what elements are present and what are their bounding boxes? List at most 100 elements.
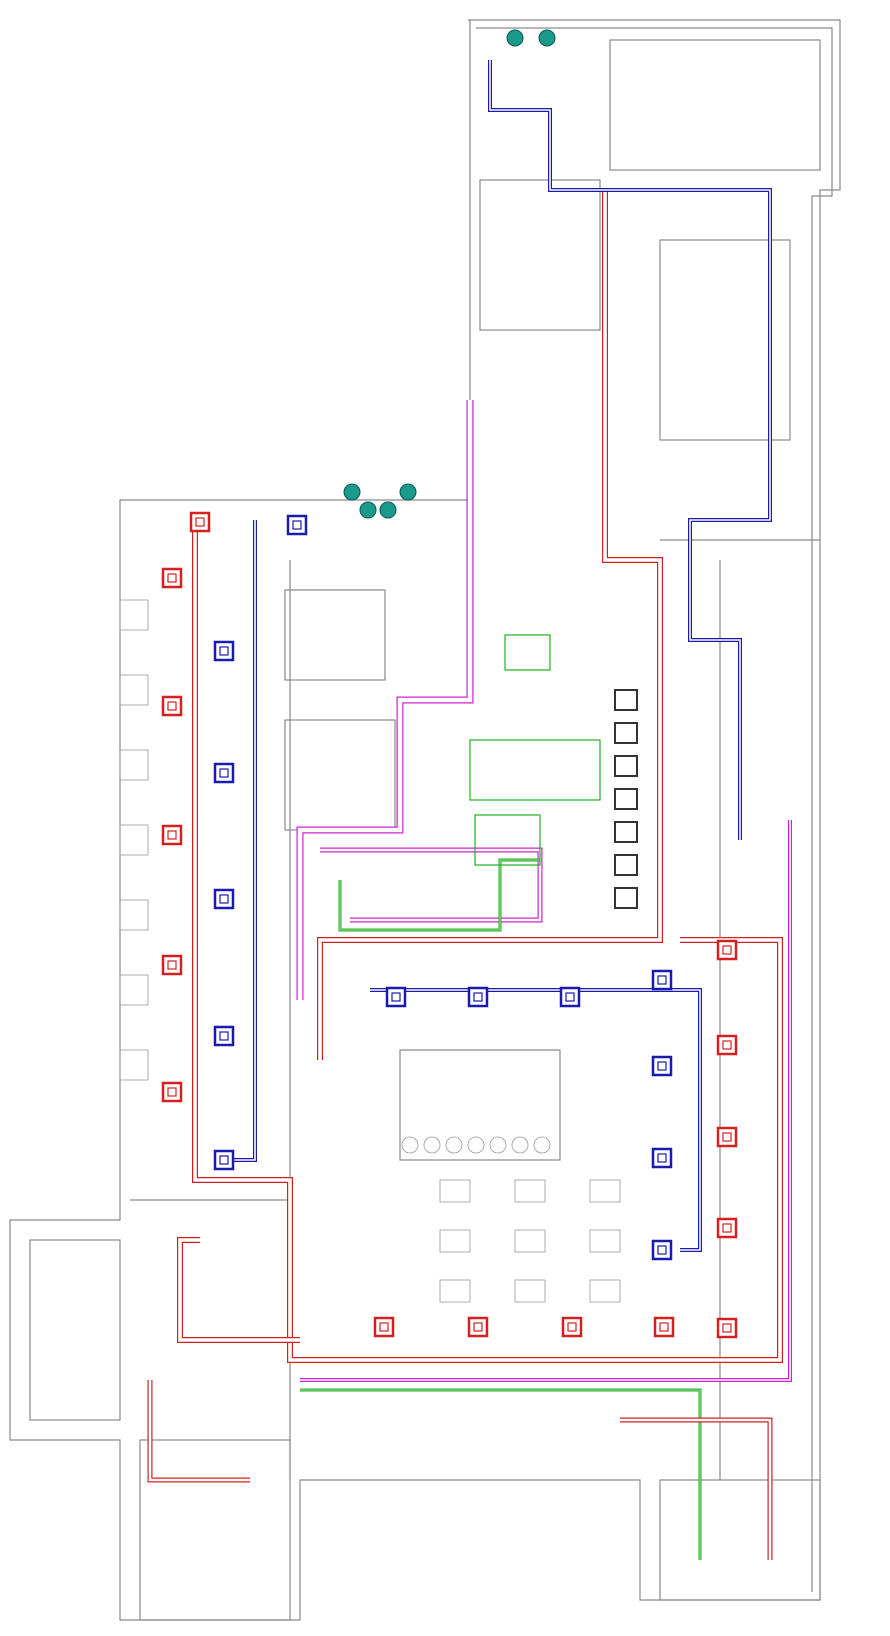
exhaust-grille — [385, 986, 407, 1008]
exhaust-grille — [213, 1149, 235, 1171]
exhaust-grille — [213, 640, 235, 662]
exhaust-grille-core — [219, 894, 229, 904]
fan-unit — [359, 501, 377, 519]
supply-diffuser — [716, 1034, 738, 1056]
bar-stool — [423, 1136, 441, 1154]
supply-diffuser — [716, 1217, 738, 1239]
window-seat — [119, 974, 149, 1006]
dining-table — [439, 1179, 471, 1203]
supply-diffuser — [561, 1316, 583, 1338]
supply-duct-restrooms — [147, 1380, 250, 1483]
supply-duct-kitchen-inner — [318, 190, 662, 1060]
diffusers — [161, 511, 738, 1339]
fan-unit — [399, 483, 417, 501]
fan-unit — [506, 29, 524, 47]
kitchen-exhaust-perimeter-inner — [300, 820, 791, 1381]
supply-diffuser-core — [567, 1322, 577, 1332]
bar-stool — [445, 1136, 463, 1154]
supply-diffuser — [189, 511, 211, 533]
supply-diffuser-core — [722, 1132, 732, 1142]
supply-duct-southeast-inner — [620, 1418, 772, 1560]
exhaust-grille — [213, 762, 235, 784]
supply-duct-main-inner — [193, 520, 782, 1362]
fan-unit — [343, 483, 361, 501]
fan-unit — [379, 501, 397, 519]
supply-diffuser-core — [722, 1323, 732, 1333]
kitchen-equipment — [614, 788, 638, 810]
kitchen-equipment — [614, 722, 638, 744]
kitchen-hood — [469, 739, 601, 801]
exhaust-grille — [213, 1025, 235, 1047]
kitchen-hood — [504, 634, 551, 671]
exhaust-duct-west — [230, 520, 257, 1162]
dining-table — [439, 1229, 471, 1253]
supply-diffuser-core — [167, 573, 177, 583]
supply-diffuser — [716, 939, 738, 961]
supply-diffuser — [467, 1316, 489, 1338]
exhaust-grille — [651, 1055, 673, 1077]
dining-table — [589, 1229, 621, 1253]
dining-table — [589, 1179, 621, 1203]
supply-diffuser — [161, 567, 183, 589]
furniture — [119, 599, 638, 1303]
exhaust-grille — [651, 1239, 673, 1261]
kitchen-exhaust-duct-inner — [297, 400, 473, 1000]
exhaust-duct-west-inner — [230, 520, 256, 1161]
supply-diffuser-core — [379, 1322, 389, 1332]
exhaust-grille — [559, 986, 581, 1008]
bar-stool — [533, 1136, 551, 1154]
exhaust-grille-core — [657, 1061, 667, 1071]
supply-duct-southeast — [620, 1417, 773, 1560]
supply-diffuser-core — [167, 960, 177, 970]
exhaust-grille — [286, 514, 308, 536]
supply-diffuser — [653, 1316, 675, 1338]
dining-table — [514, 1279, 546, 1303]
supply-diffuser — [161, 824, 183, 846]
supply-diffuser — [161, 1081, 183, 1103]
exhaust-grille-core — [565, 992, 575, 1002]
exhaust-grille — [213, 888, 235, 910]
window-seat — [119, 599, 149, 631]
window-seat — [119, 749, 149, 781]
kitchen-equipment — [614, 854, 638, 876]
supply-diffuser-core — [722, 1040, 732, 1050]
exhaust-grille — [651, 1147, 673, 1169]
supply-diffuser-core — [167, 701, 177, 711]
window-seat — [119, 674, 149, 706]
kitchen-exhaust-loop-inner — [320, 848, 542, 922]
exhaust-grille-core — [292, 520, 302, 530]
supply-diffuser-core — [659, 1322, 669, 1332]
kitchen-equipment — [614, 755, 638, 777]
supply-diffuser — [716, 1126, 738, 1148]
window-seat — [119, 824, 149, 856]
supply-diffuser-core — [167, 830, 177, 840]
equipment — [343, 29, 601, 866]
bar-stool — [401, 1136, 419, 1154]
supply-diffuser — [716, 1317, 738, 1339]
kitchen-equipment — [614, 821, 638, 843]
dining-table — [589, 1279, 621, 1303]
window-seat — [119, 899, 149, 931]
supply-diffuser-core — [167, 1087, 177, 1097]
bar-stool — [489, 1136, 507, 1154]
supply-diffuser-core — [722, 945, 732, 955]
exhaust-grille-core — [391, 992, 401, 1002]
exhaust-grille-core — [657, 1153, 667, 1163]
bar-stool — [511, 1136, 529, 1154]
exhaust-duct-dining-inner — [370, 989, 701, 1251]
supply-diffuser — [161, 954, 183, 976]
supply-duct-restrooms-inner — [148, 1380, 250, 1482]
kitchen-equipment — [614, 887, 638, 909]
dining-table — [439, 1279, 471, 1303]
exhaust-duct-east-inner — [489, 60, 771, 840]
supply-diffuser-core — [473, 1322, 483, 1332]
bar-stool — [467, 1136, 485, 1154]
exhaust-grille — [651, 969, 673, 991]
window-seat — [119, 1049, 149, 1081]
supply-duct-entrance-inner — [178, 1238, 300, 1342]
duct-network — [147, 60, 792, 1560]
kitchen-equipment — [614, 689, 638, 711]
supply-diffuser — [161, 695, 183, 717]
supply-diffuser-core — [195, 517, 205, 527]
supply-duct-entrance — [177, 1237, 300, 1343]
